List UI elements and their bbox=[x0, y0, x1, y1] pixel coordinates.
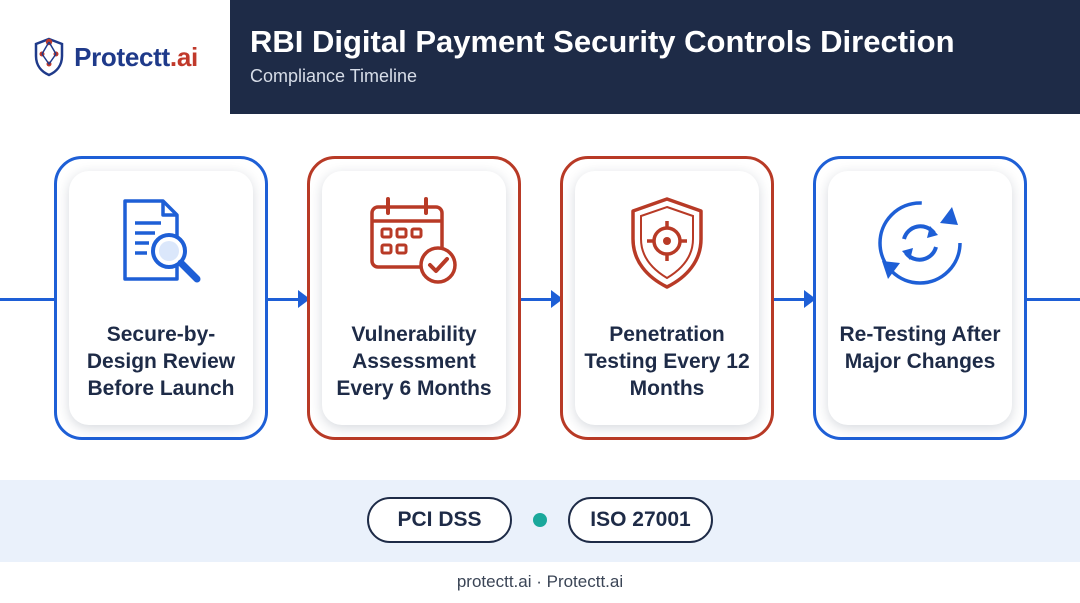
page-subtitle: Compliance Timeline bbox=[250, 66, 418, 86]
standard-badge-iso-27001: ISO 27001 bbox=[568, 497, 713, 543]
document-search-icon bbox=[123, 199, 201, 283]
page-title: RBI Digital Payment Security Controls Di… bbox=[250, 24, 955, 59]
separator-dot bbox=[533, 513, 547, 527]
header-banner: RBI Digital Payment Security Controls Di… bbox=[230, 0, 1080, 114]
shield-network-icon bbox=[34, 37, 64, 77]
flow-line-3 bbox=[774, 298, 806, 301]
step-label: Re-Testing After Major Changes bbox=[839, 323, 1001, 373]
refresh-cycle-icon bbox=[878, 201, 962, 285]
step-card-secure-design: Secure-by-Design Review Before Launch bbox=[54, 156, 268, 440]
step-card-re-testing: Re-Testing After Major Changes bbox=[813, 156, 1027, 440]
step-label: Secure-by-Design Review Before Launch bbox=[86, 323, 236, 400]
shield-target-icon bbox=[631, 197, 703, 289]
step-card-vulnerability-assessment: Vulnerability Assessment Every 6 Months bbox=[307, 156, 521, 440]
step-card-penetration-testing: Penetration Testing Every 12 Months bbox=[560, 156, 774, 440]
brand-logo: Protectt.ai bbox=[0, 0, 230, 114]
brand-name: Protectt.ai bbox=[74, 41, 198, 72]
step-label: Penetration Testing Every 12 Months bbox=[584, 323, 750, 400]
step-label: Vulnerability Assessment Every 6 Months bbox=[336, 323, 492, 400]
flow-line-1 bbox=[268, 298, 300, 301]
footer-text: protectt.ai · Protectt.ai bbox=[456, 572, 624, 591]
standard-badge-pci-dss: PCI DSS bbox=[367, 497, 512, 543]
calendar-check-icon bbox=[370, 197, 457, 284]
flow-line-2 bbox=[521, 298, 553, 301]
flow-line-start bbox=[0, 298, 54, 301]
flow-line-end bbox=[1027, 298, 1080, 301]
